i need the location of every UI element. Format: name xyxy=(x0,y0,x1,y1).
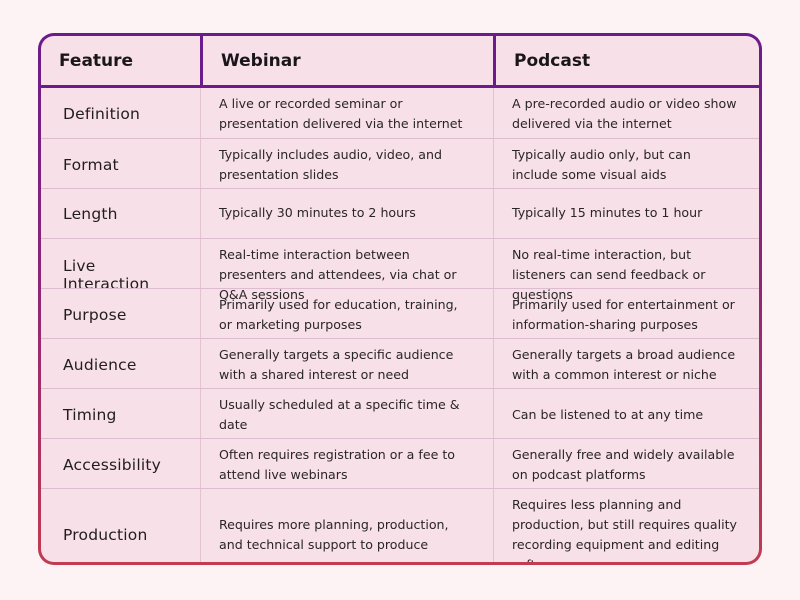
table-row-timing: Timing Usually scheduled at a specific t… xyxy=(41,388,759,442)
header-webinar: Webinar xyxy=(200,36,493,85)
webinar-cell: Primarily used for education, training, … xyxy=(200,289,493,342)
header-feature: Feature xyxy=(59,50,134,71)
feature-label: Definition xyxy=(63,105,141,124)
podcast-cell: Typically audio only, but can include so… xyxy=(493,139,759,192)
webinar-cell: Typically includes audio, video, and pre… xyxy=(200,139,493,192)
feature-label: Format xyxy=(63,156,119,175)
comparison-table-card: Feature Webinar Podcast Definition A liv… xyxy=(38,33,762,565)
feature-label: Timing xyxy=(63,406,117,425)
table-row-live-interaction: Live Interaction Real-time interaction b… xyxy=(41,238,759,312)
table-row-audience: Audience Generally targets a specific au… xyxy=(41,338,759,392)
webinar-cell: Generally targets a specific audience wi… xyxy=(200,339,493,392)
webinar-cell: Real-time interaction between presenters… xyxy=(200,239,493,312)
header-podcast: Podcast xyxy=(493,36,759,85)
table-header-row: Feature Webinar Podcast xyxy=(41,36,759,88)
webinar-cell: Usually scheduled at a specific time & d… xyxy=(200,389,493,442)
podcast-cell: Generally targets a broad audience with … xyxy=(493,339,759,392)
podcast-cell: Typically 15 minutes to 1 hour xyxy=(493,189,759,238)
webinar-cell: Requires more planning, production, and … xyxy=(200,489,493,562)
table-row-accessibility: Accessibility Often requires registratio… xyxy=(41,438,759,492)
table-row-purpose: Purpose Primarily used for education, tr… xyxy=(41,288,759,342)
feature-label: Production xyxy=(63,526,148,545)
feature-label: Length xyxy=(63,204,118,223)
podcast-cell: Requires less planning and production, b… xyxy=(493,489,759,562)
table-row-definition: Definition A live or recorded seminar or… xyxy=(41,88,759,141)
table-row-length: Length Typically 30 minutes to 2 hours T… xyxy=(41,188,759,238)
webinar-cell: Typically 30 minutes to 2 hours xyxy=(200,189,493,238)
table-row-production: Production Requires more planning, produ… xyxy=(41,488,759,562)
podcast-cell: Primarily used for entertainment or info… xyxy=(493,289,759,342)
podcast-cell: Can be listened to at any time xyxy=(493,389,759,442)
table-row-format: Format Typically includes audio, video, … xyxy=(41,138,759,192)
webinar-cell: Often requires registration or a fee to … xyxy=(200,439,493,492)
feature-label: Audience xyxy=(63,356,137,375)
podcast-cell: Generally free and widely available on p… xyxy=(493,439,759,492)
feature-label: Accessibility xyxy=(63,456,161,475)
podcast-cell: A pre-recorded audio or video show deliv… xyxy=(493,88,759,141)
podcast-cell: No real-time interaction, but listeners … xyxy=(493,239,759,312)
webinar-vs-podcast-table: Feature Webinar Podcast Definition A liv… xyxy=(41,36,759,562)
webinar-cell: A live or recorded seminar or presentati… xyxy=(200,88,493,141)
feature-label: Purpose xyxy=(63,306,127,325)
